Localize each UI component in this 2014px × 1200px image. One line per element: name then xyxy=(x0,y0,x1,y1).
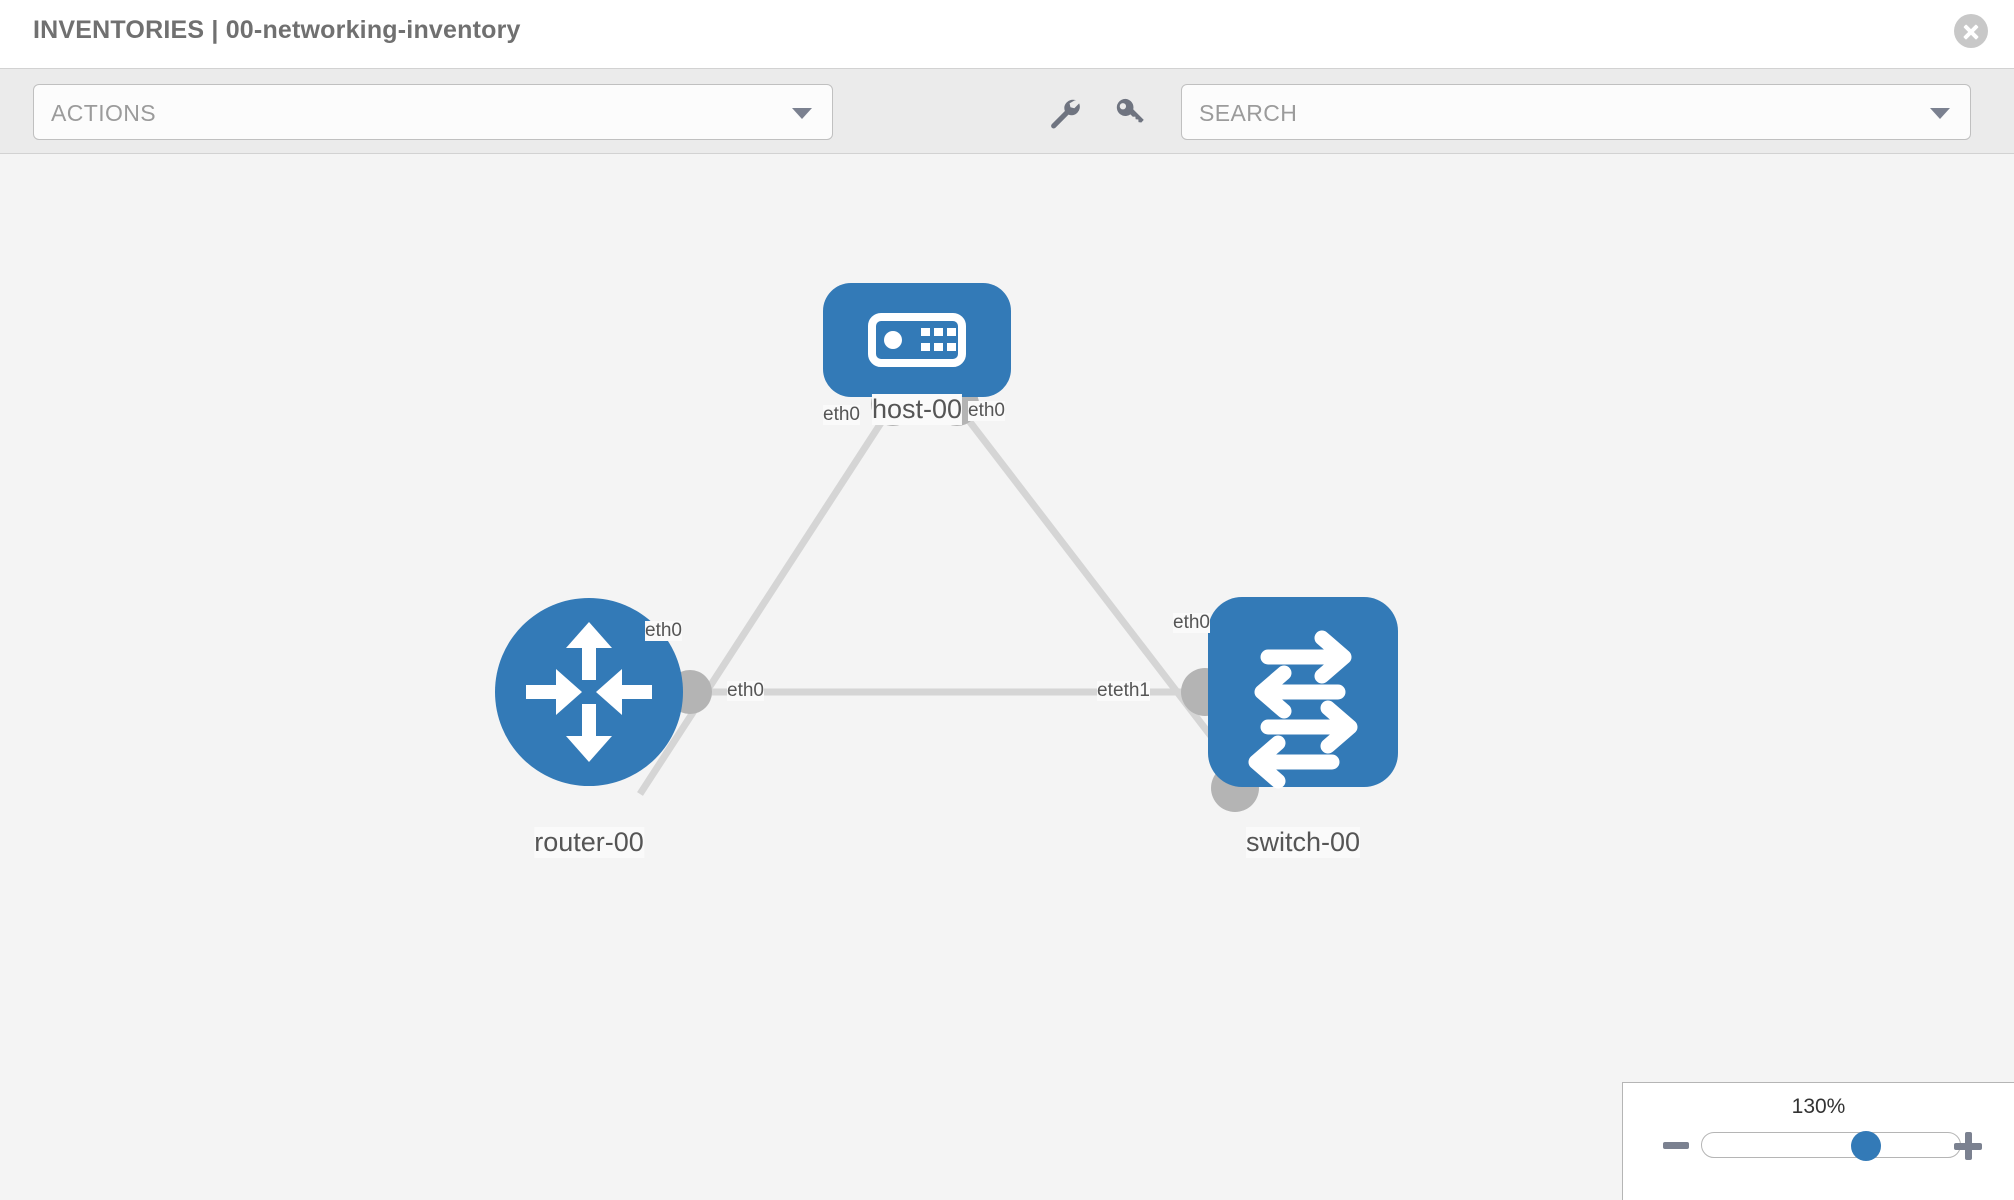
node-host-00[interactable] xyxy=(823,283,1011,397)
plus-icon[interactable] xyxy=(1954,1132,1982,1160)
zoom-slider-thumb[interactable] xyxy=(1851,1131,1881,1161)
node-switch-00[interactable] xyxy=(1208,597,1398,789)
close-icon[interactable] xyxy=(1954,14,1988,48)
iface-label-router00-north: eth0 xyxy=(645,620,682,641)
router-arrows-icon xyxy=(526,622,652,762)
iface-label-host00-right: eth0 xyxy=(968,400,1005,421)
link-host00-switch00[interactable] xyxy=(957,406,1243,777)
toolbar: ACTIONS SEARCH xyxy=(0,68,2014,154)
iface-label-switch00-north: eth0 xyxy=(1173,612,1210,633)
topology-links xyxy=(637,406,1243,796)
iface-label-host00-left: eth0 xyxy=(823,404,860,425)
topology-canvas[interactable]: host-00 router-00 switch-00 eth0 eth0 et… xyxy=(0,154,2014,1200)
key-icon[interactable] xyxy=(1113,95,1149,131)
zoom-control-panel: 130% xyxy=(1622,1082,2014,1200)
topology-connectors xyxy=(668,382,1259,812)
chevron-down-icon xyxy=(1930,108,1950,119)
node-label-router-00: router-00 xyxy=(534,827,644,858)
search-placeholder: SEARCH xyxy=(1199,100,1298,126)
actions-dropdown[interactable]: ACTIONS xyxy=(33,84,833,140)
actions-dropdown-label: ACTIONS xyxy=(51,100,157,126)
minus-icon[interactable] xyxy=(1663,1142,1689,1149)
node-router-00[interactable] xyxy=(495,598,683,786)
iface-label-router00-east: eth0 xyxy=(727,680,764,701)
node-label-switch-00: switch-00 xyxy=(1245,827,1361,858)
zoom-level-value: 130% xyxy=(1791,1095,1846,1118)
node-label-host-00: host-00 xyxy=(871,394,963,425)
search-input[interactable]: SEARCH xyxy=(1181,84,1971,140)
page-title: INVENTORIES | 00-networking-inventory xyxy=(33,16,521,44)
iface-label-switch00-west: eth1 xyxy=(1113,680,1150,701)
wrench-icon[interactable] xyxy=(1046,95,1082,131)
page-header: INVENTORIES | 00-networking-inventory xyxy=(0,0,2014,68)
server-icon xyxy=(868,313,966,367)
link-host00-router00[interactable] xyxy=(637,407,893,796)
chevron-down-icon xyxy=(792,108,812,119)
switch-arrows-icon xyxy=(1248,630,1358,789)
zoom-slider-track[interactable] xyxy=(1701,1132,1961,1158)
topology-graph xyxy=(495,283,1398,812)
